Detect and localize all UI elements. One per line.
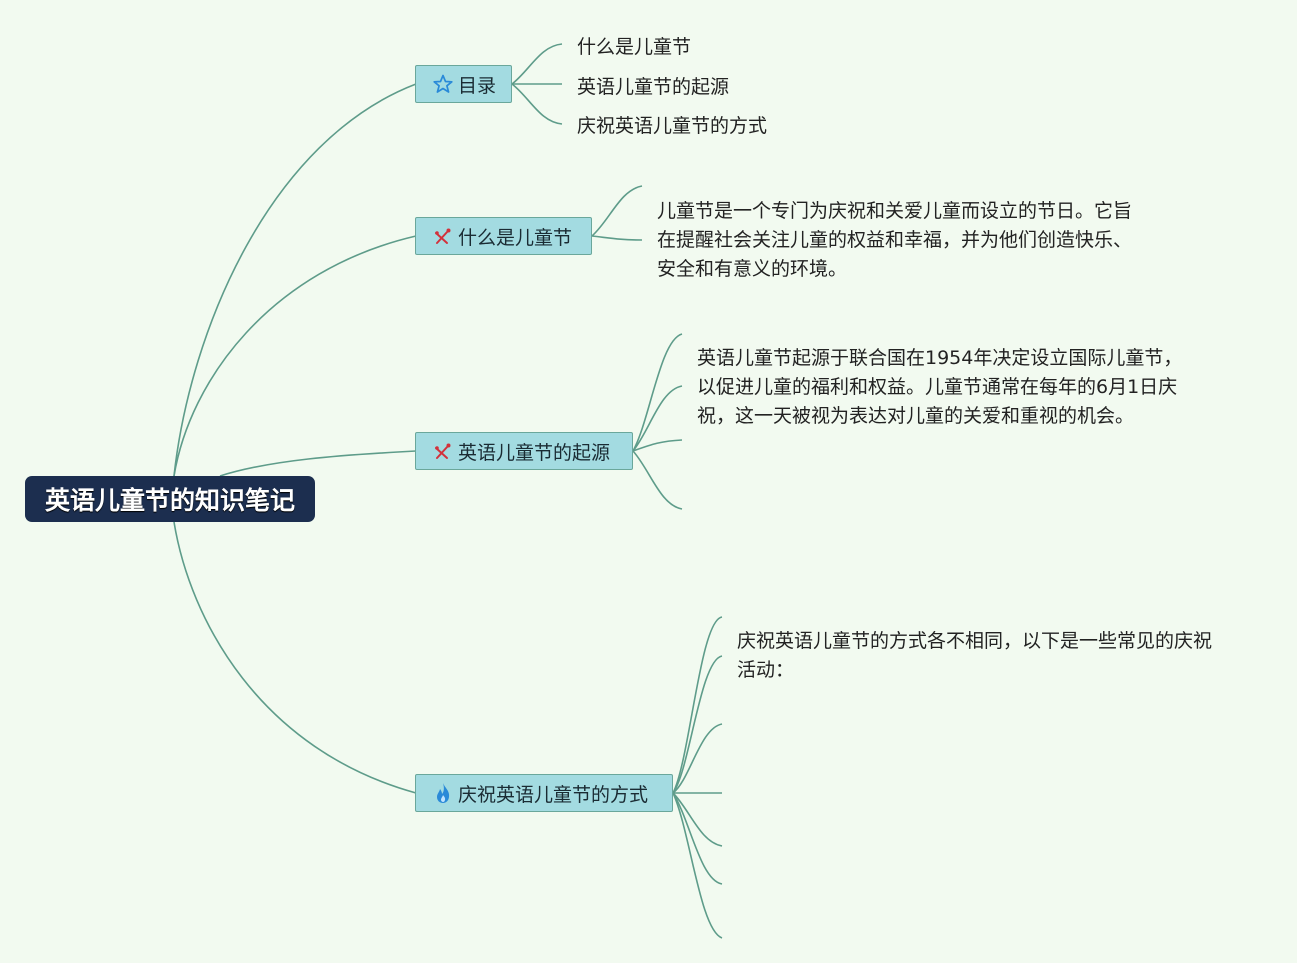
topic-label: 庆祝英语儿童节的方式	[458, 783, 649, 806]
toc-item[interactable]: 什么是儿童节	[577, 36, 692, 58]
text-line: 庆祝英语儿童节的方式各不相同，以下是一些常见的庆祝	[737, 630, 1213, 652]
topic-label: 目录	[458, 74, 497, 97]
text-line: 儿童节是一个专门为庆祝和关爱儿童而设立的节日。它旨	[657, 200, 1133, 222]
toc-item[interactable]: 英语儿童节的起源	[577, 76, 730, 98]
toc-item[interactable]: 庆祝英语儿童节的方式	[577, 115, 768, 137]
text-line: 活动：	[737, 659, 795, 681]
tools-icon	[432, 225, 454, 247]
celebrate-description: 庆祝英语儿童节的方式各不相同，以下是一些常见的庆祝 活动：	[737, 627, 1212, 685]
topic-celebrate[interactable]: 庆祝英语儿童节的方式	[415, 774, 673, 812]
what-description: 儿童节是一个专门为庆祝和关爱儿童而设立的节日。它旨 在提醒社会关注儿童的权益和幸…	[657, 197, 1132, 284]
text-line: 英语儿童节起源于联合国在1954年决定设立国际儿童节，	[697, 347, 1183, 369]
star-icon	[432, 73, 454, 95]
topic-label: 英语儿童节的起源	[458, 441, 611, 464]
text-line: 安全和有意义的环境。	[657, 258, 848, 280]
root-title: 英语儿童节的知识笔记	[44, 486, 295, 515]
topic-toc[interactable]: 目录	[415, 65, 512, 103]
origin-description: 英语儿童节起源于联合国在1954年决定设立国际儿童节， 以促进儿童的福利和权益。…	[697, 344, 1182, 431]
flame-icon	[432, 782, 454, 804]
text-line: 在提醒社会关注儿童的权益和幸福，并为他们创造快乐、	[657, 229, 1133, 251]
topic-label: 什么是儿童节	[458, 226, 573, 249]
topic-what[interactable]: 什么是儿童节	[415, 217, 592, 255]
tools-icon	[432, 440, 454, 462]
root-topic[interactable]: 英语儿童节的知识笔记	[25, 476, 315, 522]
text-line: 以促进儿童的福利和权益。儿童节通常在每年的6月1日庆	[697, 376, 1178, 398]
topic-origin[interactable]: 英语儿童节的起源	[415, 432, 633, 470]
text-line: 祝，这一天被视为表达对儿童的关爱和重视的机会。	[697, 405, 1135, 427]
